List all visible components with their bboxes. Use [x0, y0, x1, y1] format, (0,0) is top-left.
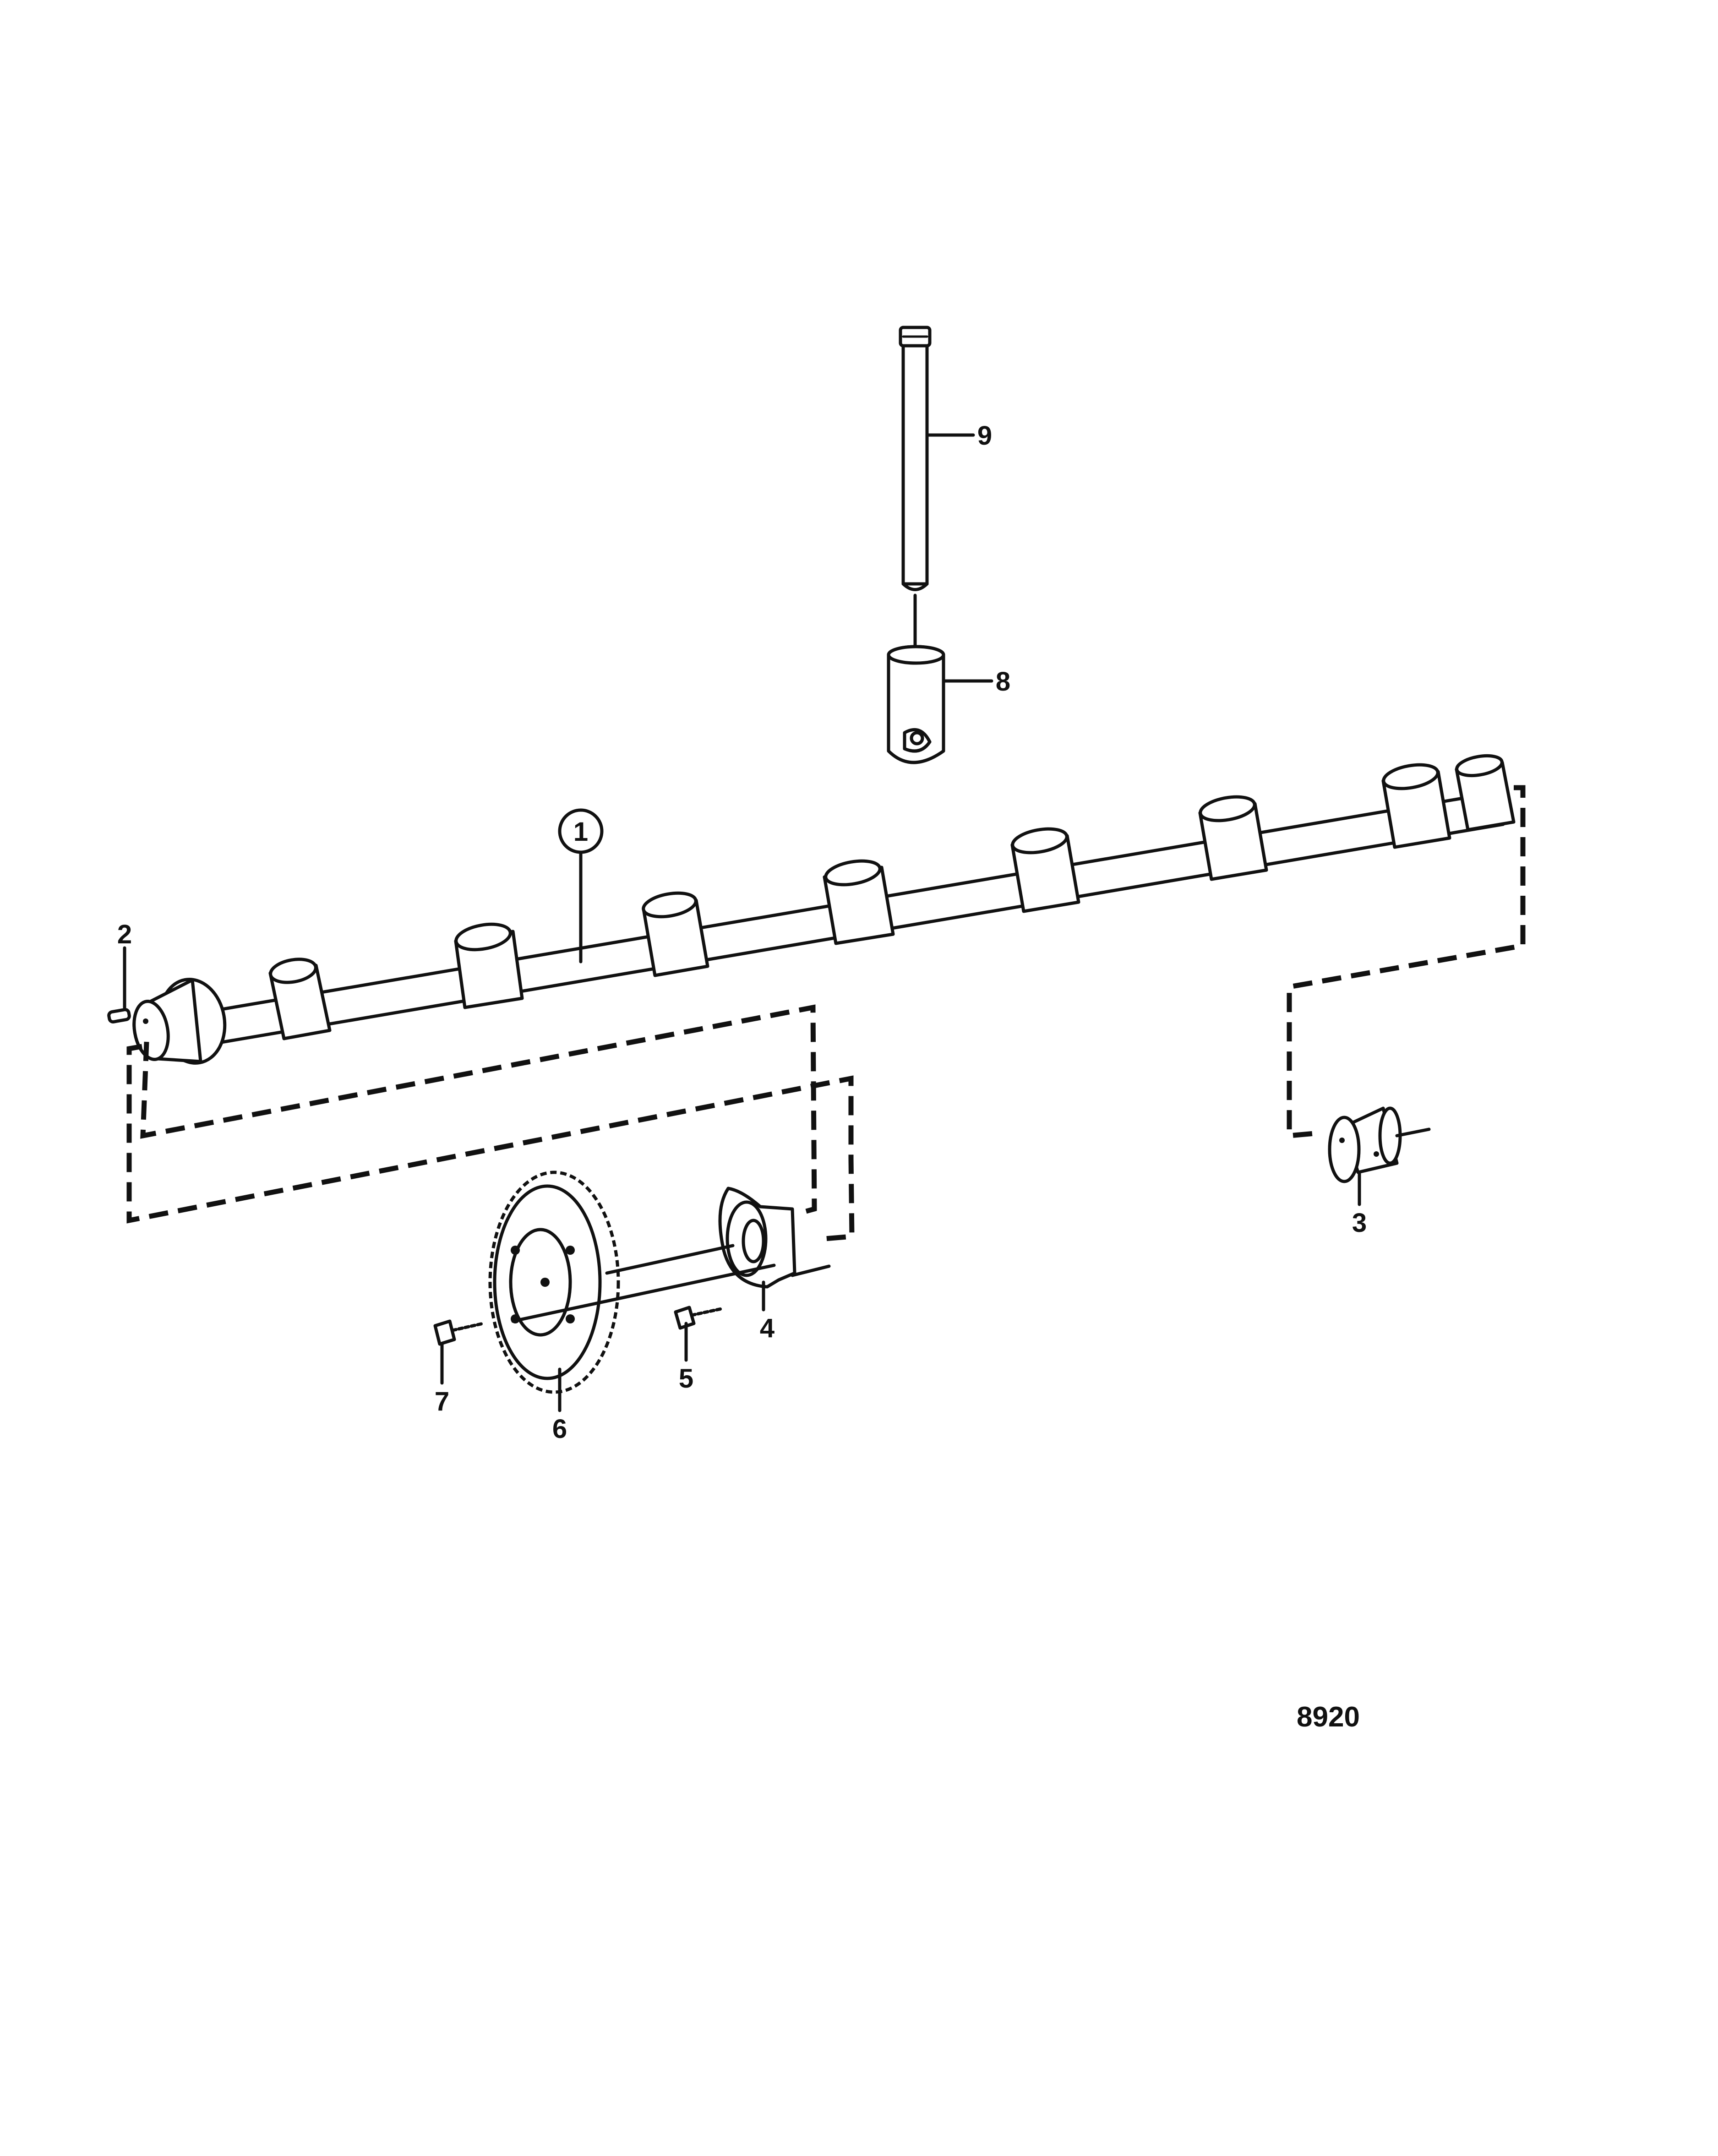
- screw-5: [674, 1306, 723, 1330]
- bearing-bushing: [1328, 1106, 1431, 1183]
- camshaft: [132, 754, 1516, 1065]
- figure-number: 8920: [1297, 1701, 1360, 1733]
- callout-5: 5: [679, 1364, 693, 1394]
- leader-lines: [123, 433, 1361, 1412]
- cam-lobes: [268, 754, 1516, 1040]
- callout-2: 2: [117, 920, 132, 949]
- callout-6: 6: [552, 1414, 567, 1444]
- callout-8: 8: [996, 667, 1010, 697]
- callout-labels: 1 2 3 4 5 6 7 8 9: [117, 421, 1367, 1444]
- key: [107, 1008, 131, 1024]
- push-rod: [899, 326, 932, 648]
- camshaft-gear: [488, 1171, 620, 1394]
- callout-4: 4: [760, 1313, 774, 1343]
- callout-1: 1: [573, 817, 588, 847]
- thrust-flange: [718, 1187, 831, 1289]
- callout-circle-1: [558, 808, 604, 854]
- callout-3: 3: [1352, 1208, 1367, 1238]
- screw-7: [433, 1319, 485, 1346]
- callout-7: 7: [435, 1387, 449, 1416]
- assembly-lines: [126, 785, 1526, 1323]
- callout-9: 9: [977, 421, 992, 451]
- valve-lifter: [887, 645, 945, 764]
